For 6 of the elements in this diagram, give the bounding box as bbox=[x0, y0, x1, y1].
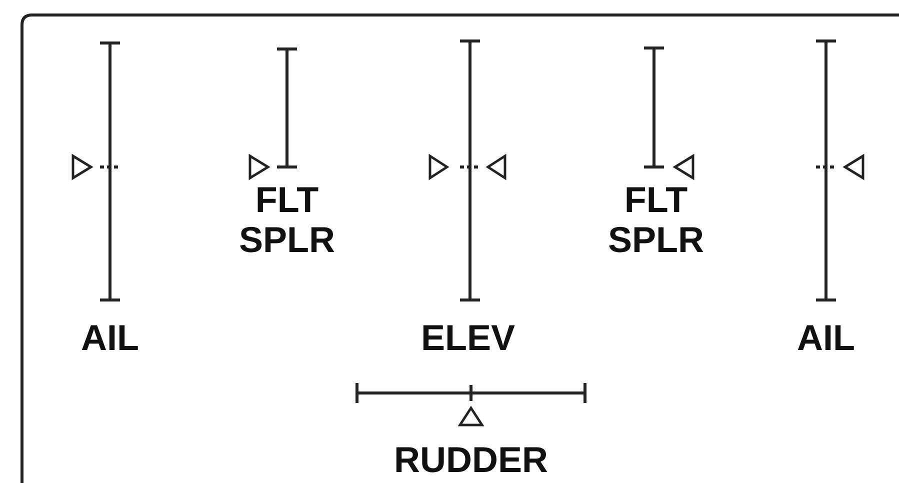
surface-label: AIL bbox=[80, 318, 140, 358]
surface-label: ELEV bbox=[420, 318, 516, 358]
surface-label: FLT SPLR bbox=[606, 180, 705, 260]
surface-label: AIL bbox=[796, 318, 856, 358]
surface-label: RUDDER bbox=[392, 440, 549, 480]
surface-label: FLT SPLR bbox=[238, 180, 336, 260]
